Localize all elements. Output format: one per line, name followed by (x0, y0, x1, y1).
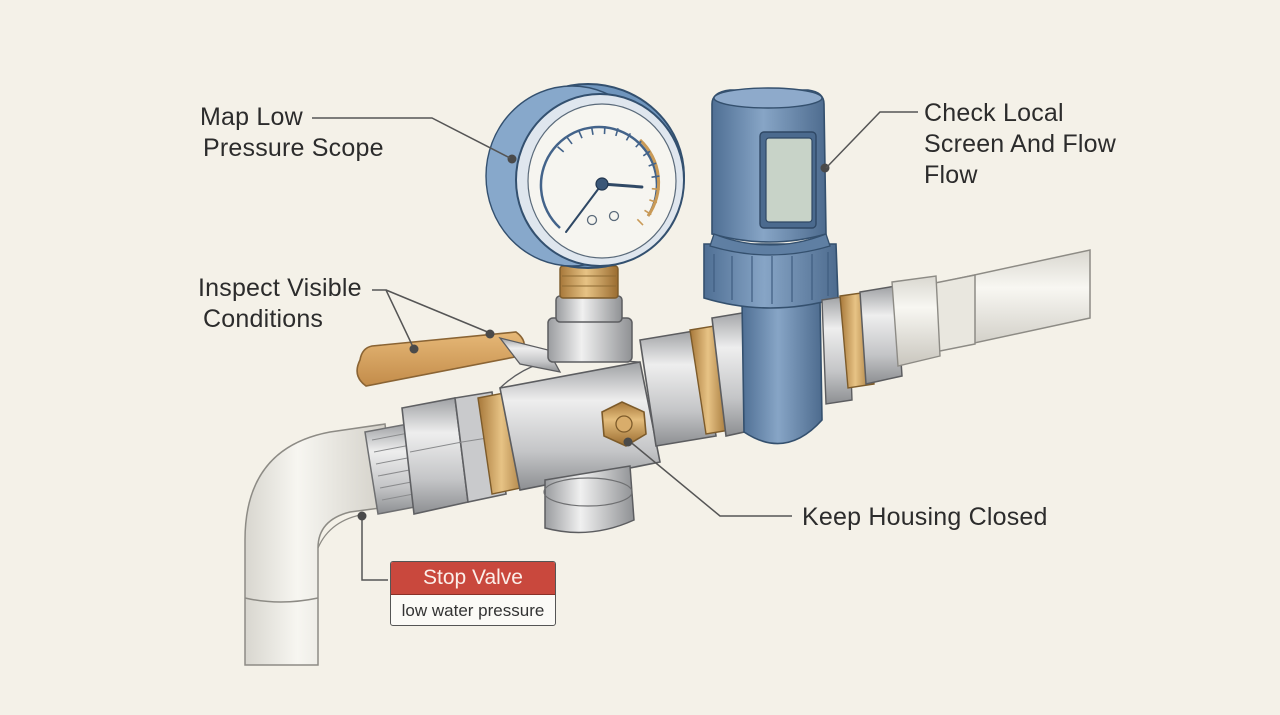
filter-housing (703, 87, 839, 445)
callout-line: Conditions (203, 305, 324, 333)
handle-callout-dot (409, 344, 419, 354)
gauge-tick (566, 137, 573, 145)
callout-check-local-screen: Check Local Screen And Flow Flow (924, 98, 1116, 191)
pressure-gauge (485, 83, 685, 269)
gauge-tick (651, 175, 660, 178)
leader-map-low (312, 117, 511, 159)
gauge-stem (547, 265, 633, 363)
nut-callout-dot (623, 437, 633, 447)
gauge-tick (625, 133, 632, 141)
gauge-tick (557, 146, 565, 153)
tag-title: Stop Valve (391, 562, 555, 595)
gauge-tick (578, 130, 583, 139)
callout-map-low-pressure-scope: Map Low Pressure Scope (200, 102, 384, 164)
gauge-tick (648, 162, 657, 167)
gauge-tick (651, 187, 660, 191)
leader-check-local (825, 111, 918, 169)
valve-handle (356, 331, 562, 387)
gauge-tick (649, 199, 658, 204)
gauge-tick (590, 126, 594, 135)
stop-valve-tag: Stop Valve low water pressure (390, 561, 556, 626)
valve-callout-dot (485, 329, 495, 339)
gauge-tick (635, 140, 642, 148)
callout-line: Check Local (924, 99, 1064, 127)
tag-subtitle: low water pressure (401, 601, 545, 620)
gauge-tick (636, 218, 644, 226)
callout-inspect-visible-conditions: Inspect Visible Conditions (198, 273, 362, 335)
bleed-nut (601, 401, 647, 447)
callout-line: Inspect Visible (198, 274, 362, 302)
callout-line: Map Low (200, 103, 303, 131)
leader-inspect-valve (385, 289, 491, 334)
leader-stop-valve (361, 516, 388, 581)
callout-line: Pressure Scope (203, 134, 384, 162)
gauge-tick (642, 150, 651, 157)
ball-valve-body (499, 357, 661, 534)
gauge-callout-dot (507, 154, 517, 164)
callout-line: Screen And Flow (924, 130, 1116, 158)
gauge-needle-tail (565, 183, 603, 233)
callout-keep-housing-closed: Keep Housing Closed (802, 503, 1048, 531)
leader-keep-housing (627, 439, 792, 517)
local-screen-display (765, 137, 813, 223)
callout-line: Flow (924, 161, 978, 189)
gauge-tick (644, 209, 652, 216)
leader-lines (312, 111, 918, 581)
gauge-needle (600, 182, 644, 189)
right-connector (821, 275, 941, 405)
pipe-callout-dot (357, 511, 367, 521)
gauge-tick (615, 128, 619, 137)
